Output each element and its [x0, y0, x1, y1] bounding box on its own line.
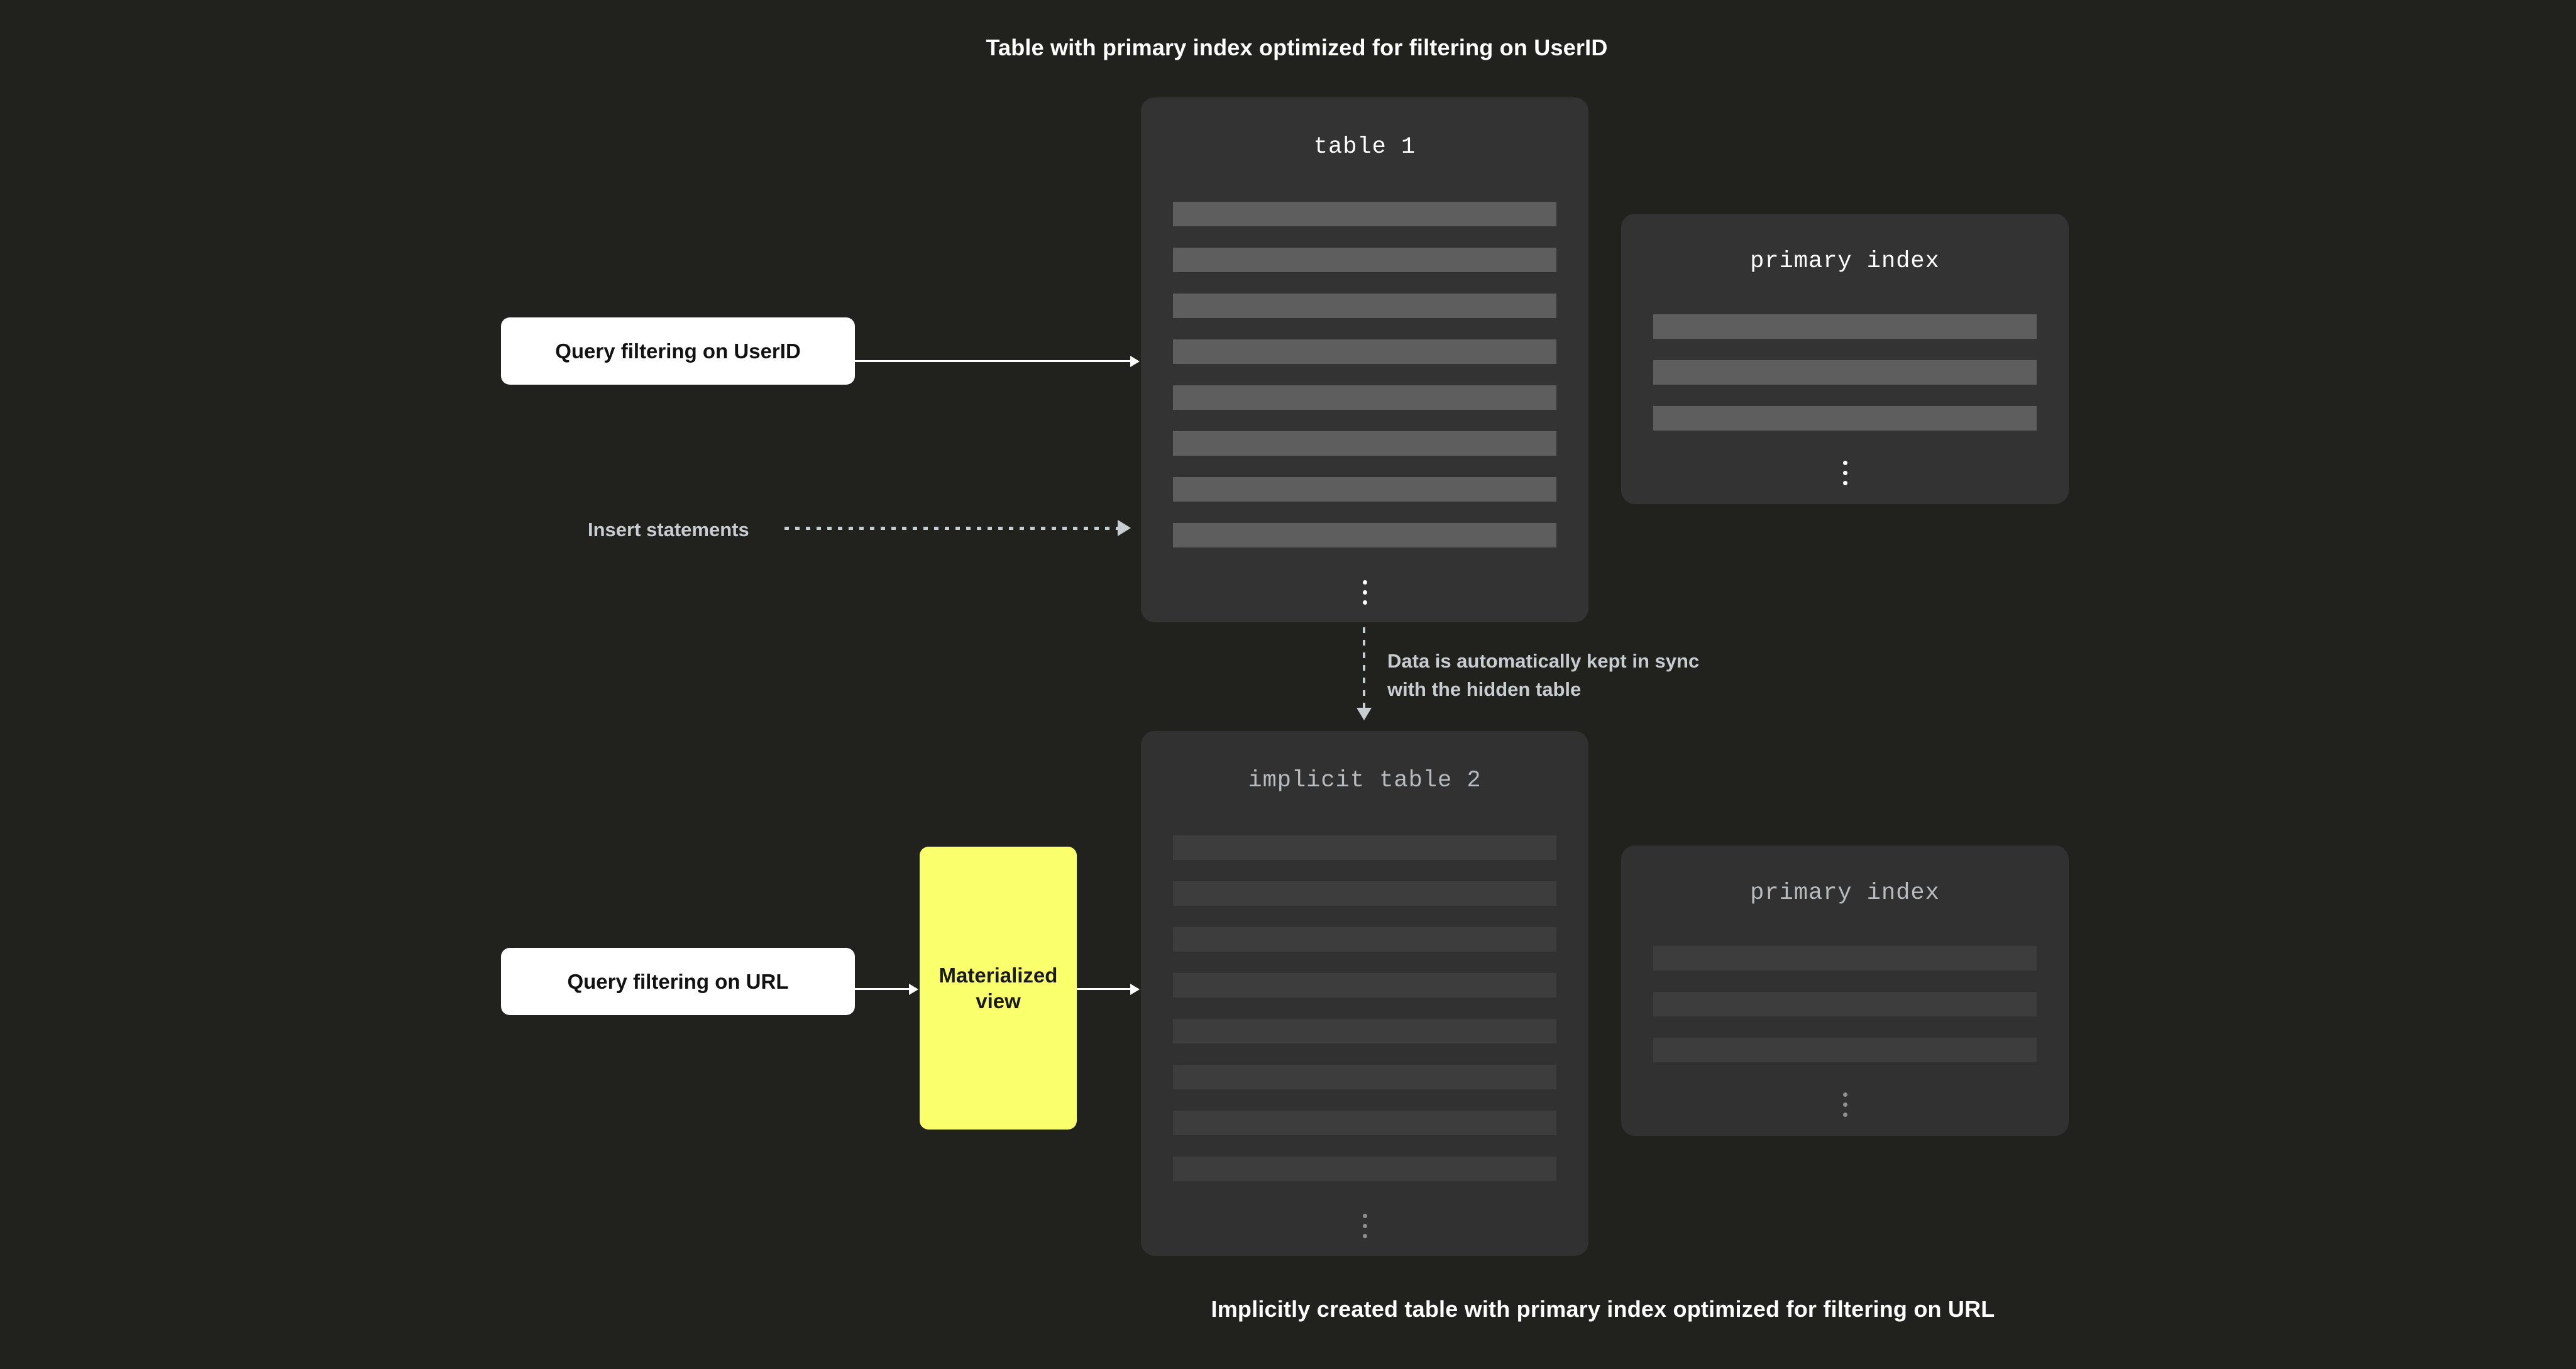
- table-1-ellipsis: [1141, 580, 1588, 605]
- table-row: [1173, 1065, 1556, 1089]
- connector-sync-dashed: [1363, 627, 1365, 711]
- table-row: [1173, 202, 1556, 226]
- table-1-rows: [1141, 202, 1588, 547]
- table-row: [1653, 406, 2037, 431]
- insert-statements-label: Insert statements: [588, 519, 749, 541]
- table-row: [1173, 248, 1556, 272]
- table-1-title: table 1: [1313, 134, 1416, 160]
- arrowhead-icon: [909, 984, 918, 995]
- primary-index-top-ellipsis: [1621, 461, 2069, 485]
- primary-index-bottom-ellipsis: [1621, 1092, 2069, 1117]
- table-row: [1173, 927, 1556, 952]
- table-row: [1173, 431, 1556, 456]
- connector-insert-statements-dotted: [784, 527, 1127, 530]
- table-row: [1653, 360, 2037, 385]
- table-row: [1653, 314, 2037, 339]
- table-row: [1173, 1019, 1556, 1043]
- primary-index-bottom-rows: [1621, 946, 2069, 1062]
- primary-index-bottom-panel: primary index: [1621, 845, 2069, 1136]
- table-2-panel: implicit table 2: [1141, 731, 1588, 1256]
- table-row: [1653, 1038, 2037, 1062]
- arrowhead-icon: [1130, 356, 1140, 367]
- table-2-rows: [1141, 835, 1588, 1181]
- table-2-ellipsis: [1141, 1214, 1588, 1238]
- arrowhead-icon: [1130, 984, 1140, 995]
- sync-note-label: Data is automatically kept in sync with …: [1387, 650, 1700, 700]
- connector-materialized-view-to-table2: [1077, 988, 1131, 990]
- table-row: [1653, 946, 2037, 970]
- table-row: [1173, 523, 1556, 547]
- query-filtering-on-userid-node[interactable]: Query filtering on UserID: [501, 317, 855, 385]
- materialized-view-node[interactable]: Materialized view: [920, 847, 1077, 1130]
- arrowhead-icon: [1118, 520, 1131, 536]
- table-row: [1173, 294, 1556, 318]
- table-2-title: implicit table 2: [1248, 767, 1482, 794]
- table-row: [1173, 477, 1556, 502]
- table-row: [1173, 1157, 1556, 1181]
- query-filtering-on-url-node[interactable]: Query filtering on URL: [501, 948, 855, 1015]
- table-row: [1653, 992, 2037, 1016]
- table-row: [1173, 385, 1556, 410]
- primary-index-top-title: primary index: [1750, 248, 1940, 275]
- table-1-panel: table 1: [1141, 97, 1588, 622]
- table-row: [1173, 835, 1556, 860]
- bottom-caption: Implicitly created table with primary in…: [1211, 1296, 1995, 1322]
- table-row: [1173, 881, 1556, 906]
- table-row: [1173, 339, 1556, 364]
- table-row: [1173, 1111, 1556, 1135]
- top-caption: Table with primary index optimized for f…: [986, 35, 1608, 60]
- connector-userid-to-table1: [855, 360, 1131, 362]
- table-row: [1173, 973, 1556, 998]
- arrowhead-down-icon: [1357, 708, 1372, 720]
- primary-index-top-panel: primary index: [1621, 214, 2069, 504]
- primary-index-top-rows: [1621, 314, 2069, 431]
- primary-index-bottom-title: primary index: [1750, 880, 1940, 906]
- connector-url-to-materialized-view: [855, 988, 909, 990]
